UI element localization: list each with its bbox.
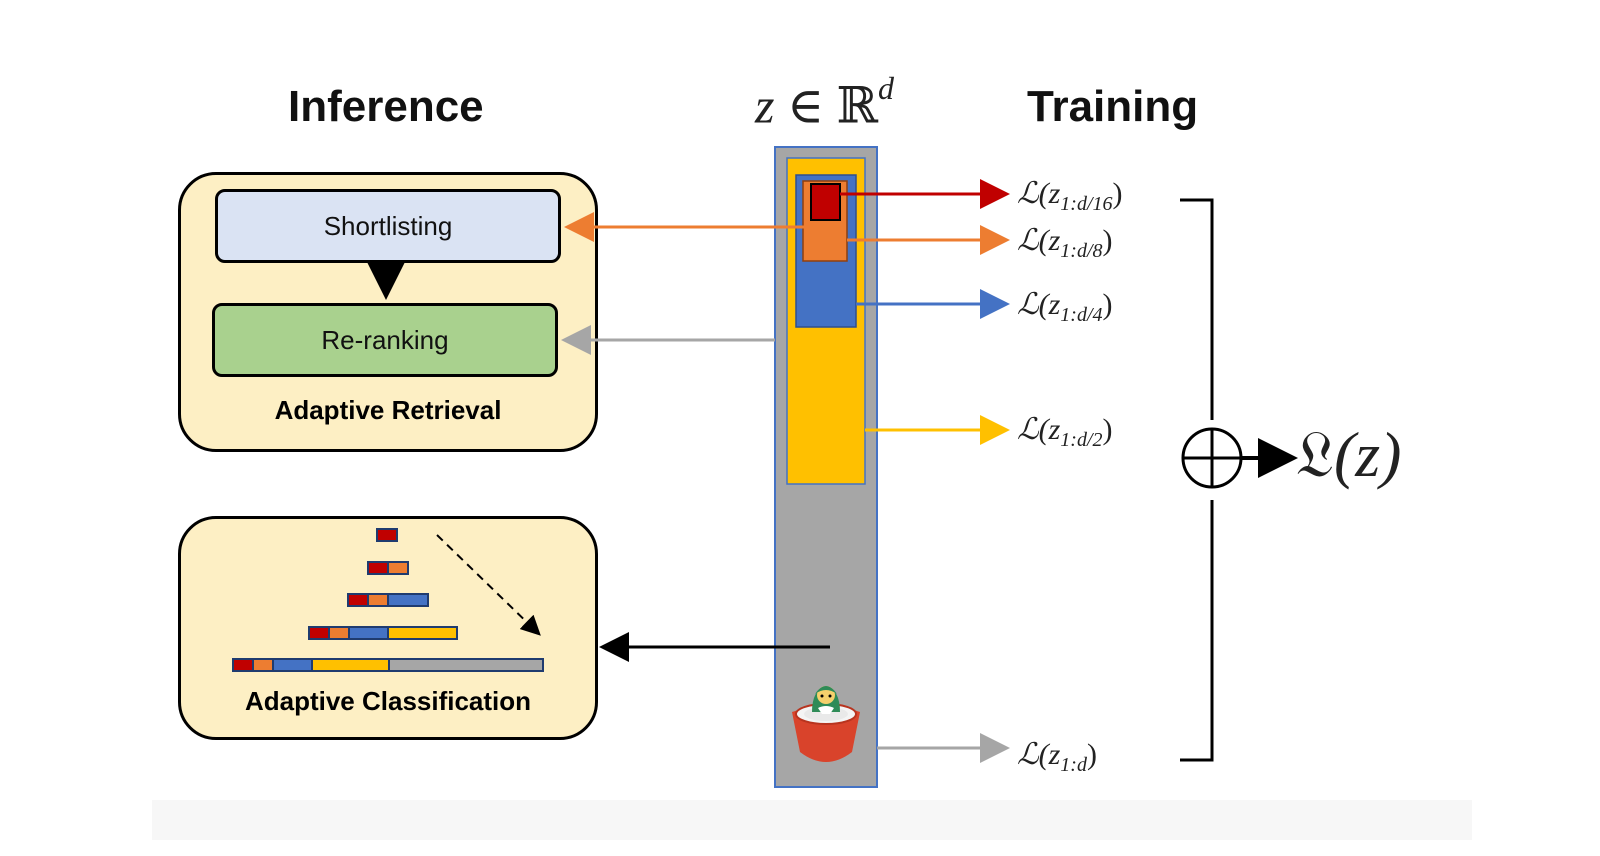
bar3-red — [347, 593, 369, 607]
dashed-growth-arrow — [436, 534, 541, 636]
reranking-label: Re-ranking — [321, 324, 449, 355]
bar4-red — [308, 626, 330, 640]
bar3-orange — [367, 593, 389, 607]
bar1-red — [376, 528, 398, 542]
reranking-box: Re-ranking — [212, 303, 558, 377]
bar5-red — [232, 658, 254, 672]
adaptive-classification-label: Adaptive Classification — [244, 686, 532, 716]
loss-d: ℒ(z1:d) — [1017, 737, 1097, 776]
bottom-band — [152, 800, 1472, 840]
total-loss-symbol: 𝔏 — [1296, 418, 1334, 492]
embedding-dim-d-sixteenth — [810, 183, 841, 221]
training-heading: Training — [1027, 82, 1199, 131]
classification-bar-3 — [347, 593, 429, 607]
bar5-gray — [388, 658, 544, 672]
loss-bracket — [1180, 198, 1214, 762]
bar2-red — [367, 561, 389, 575]
bar5-blue — [272, 658, 313, 672]
embedding-space: ℝ — [836, 77, 879, 134]
circled-plus-icon — [1181, 427, 1243, 489]
inference-heading: Inference — [288, 82, 484, 131]
adaptive-retrieval-label: Adaptive Retrieval — [274, 395, 502, 425]
total-loss: 𝔏(z) — [1296, 418, 1401, 492]
classification-bar-5 — [232, 658, 544, 672]
bar4-blue — [348, 626, 389, 640]
bar5-orange — [252, 658, 274, 672]
total-loss-arg: (z) — [1333, 419, 1402, 490]
classification-bar-4 — [308, 626, 458, 640]
loss-d8: ℒ(z1:d/8) — [1017, 223, 1113, 262]
matryoshka-doll-icon — [792, 686, 860, 762]
bar4-orange — [328, 626, 350, 640]
embedding-var: z — [755, 77, 775, 134]
loss-d4: ℒ(z1:d/4) — [1017, 287, 1113, 326]
bar3-blue — [387, 593, 429, 607]
bar4-yellow — [387, 626, 458, 640]
embedding-rel: ∈ — [786, 77, 824, 134]
loss-d16: ℒ(z1:d/16) — [1017, 176, 1123, 215]
classification-bar-2 — [367, 561, 409, 575]
bar2-orange — [387, 561, 409, 575]
loss-d2: ℒ(z1:d/2) — [1017, 412, 1113, 451]
shortlisting-label: Shortlisting — [323, 210, 453, 241]
embedding-dim: d — [878, 70, 895, 106]
classification-bar-1 — [376, 528, 398, 542]
embedding-label: z ∈ ℝd — [755, 70, 894, 135]
bar5-yellow — [311, 658, 390, 672]
